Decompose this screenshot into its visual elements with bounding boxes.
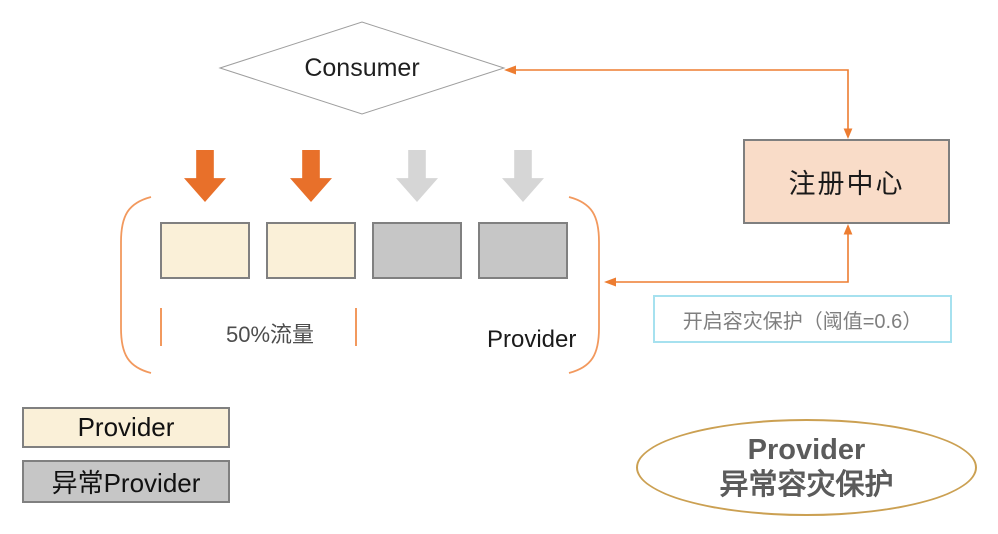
down-arrow-normal-icon xyxy=(184,150,226,202)
registry-center-box: 注册中心 xyxy=(743,139,950,224)
legend-provider-abnormal-label: 异常Provider xyxy=(51,468,201,498)
arrowhead-into-registry-bottom-icon xyxy=(843,224,853,235)
provider-arrow-cell xyxy=(160,150,250,202)
provider-nodes xyxy=(160,222,568,279)
arrowhead-into-provider-group-icon xyxy=(604,277,616,287)
title-ellipse-line1: Provider xyxy=(747,433,866,466)
connector-registry-provider-line xyxy=(612,231,849,283)
provider-node-normal xyxy=(160,222,250,279)
down-arrow-abnormal-icon xyxy=(502,150,544,202)
provider-group-label: Provider xyxy=(487,326,577,353)
legend-provider-abnormal: 异常Provider xyxy=(22,460,230,503)
traffic-label: 50%流量 xyxy=(225,322,315,347)
consumer-diamond xyxy=(218,21,506,115)
down-arrow-abnormal-icon xyxy=(396,150,438,202)
provider-node-normal xyxy=(266,222,356,279)
down-arrow-normal-icon xyxy=(290,150,332,202)
provider-arrows xyxy=(160,150,568,202)
title-ellipse-line2: 异常容灾保护 xyxy=(719,468,894,501)
title-ellipse: Provider 异常容灾保护 xyxy=(636,419,977,516)
registry-center-label: 注册中心 xyxy=(788,169,905,199)
arrowhead-into-consumer-icon xyxy=(504,65,516,75)
provider-arrow-cell xyxy=(478,150,568,202)
provider-arrow-cell xyxy=(372,150,462,202)
provider-group-bracket-left xyxy=(120,196,152,374)
protection-note-box: 开启容灾保护（阈值=0.6） xyxy=(653,295,952,343)
arrowhead-into-registry-top-icon xyxy=(843,128,853,139)
provider-node-abnormal xyxy=(478,222,568,279)
legend-provider-normal: Provider xyxy=(22,407,230,448)
consumer-label: Consumer xyxy=(304,54,420,82)
provider-group-bracket-right xyxy=(568,196,600,374)
connector-consumer-registry-line xyxy=(512,69,849,133)
provider-arrow-cell xyxy=(266,150,356,202)
protection-note-label: 开启容灾保护（阈值=0.6） xyxy=(682,310,923,333)
legend-provider-normal-label: Provider xyxy=(77,412,175,442)
provider-node-abnormal xyxy=(372,222,462,279)
